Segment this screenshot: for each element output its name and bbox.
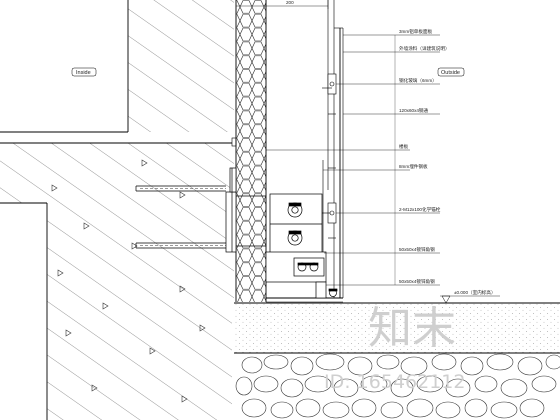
ground-soil xyxy=(234,302,560,354)
annotation-item: 8mm埋件钢板 xyxy=(399,163,428,170)
annotation-item: 楼板 xyxy=(399,143,409,150)
annotation-item: 120x60x4钢通 xyxy=(399,107,429,114)
floor-slab xyxy=(0,142,234,420)
upper-concrete-wall xyxy=(0,0,234,133)
bolt-icon xyxy=(287,202,303,218)
annotation-item: 3mm铝单板面板 xyxy=(399,28,433,35)
outside-tag: Outside xyxy=(437,67,465,77)
annotation-item: 50x50x4镀锌角钢 xyxy=(399,246,435,253)
bolt-icon xyxy=(287,230,303,246)
annotation-item: 外墙涂料（详建筑说明） xyxy=(399,45,450,52)
dimension-text: 200 xyxy=(286,0,294,5)
annotations: 3mm铝单板面板 外墙涂料（详建筑说明） 钢化玻璃（6mm） 120x60x4钢… xyxy=(399,28,450,285)
watermark: 知末 ID: 165462112 xyxy=(324,303,465,393)
elevation-marker: ±0.000（室内标高） xyxy=(440,289,500,304)
watermark-brand: 知末 xyxy=(368,303,456,354)
insulation-layer xyxy=(235,0,267,302)
slab-cap-plate xyxy=(231,137,237,147)
embed-plate-assembly xyxy=(135,167,266,253)
outside-label: Outside xyxy=(441,70,460,76)
bolt-icon xyxy=(328,288,338,297)
steel-bracket xyxy=(269,193,323,255)
annotation-item: 50x50x4镀锌角钢 xyxy=(399,278,435,285)
lower-angle-steel xyxy=(265,251,338,299)
inside-tag: Inside xyxy=(71,67,97,77)
annotation-item: 2-M12x100化学锚栓 xyxy=(399,206,441,213)
watermark-id: ID: 165462112 xyxy=(324,371,465,393)
inside-label: Inside xyxy=(76,70,91,76)
annotation-item: 钢化玻璃（6mm） xyxy=(399,77,437,84)
gravel-bed xyxy=(235,353,560,419)
elevation-text: ±0.000（室内标高） xyxy=(454,289,496,296)
bolt-icon xyxy=(297,262,319,272)
leader-lines xyxy=(266,34,440,286)
